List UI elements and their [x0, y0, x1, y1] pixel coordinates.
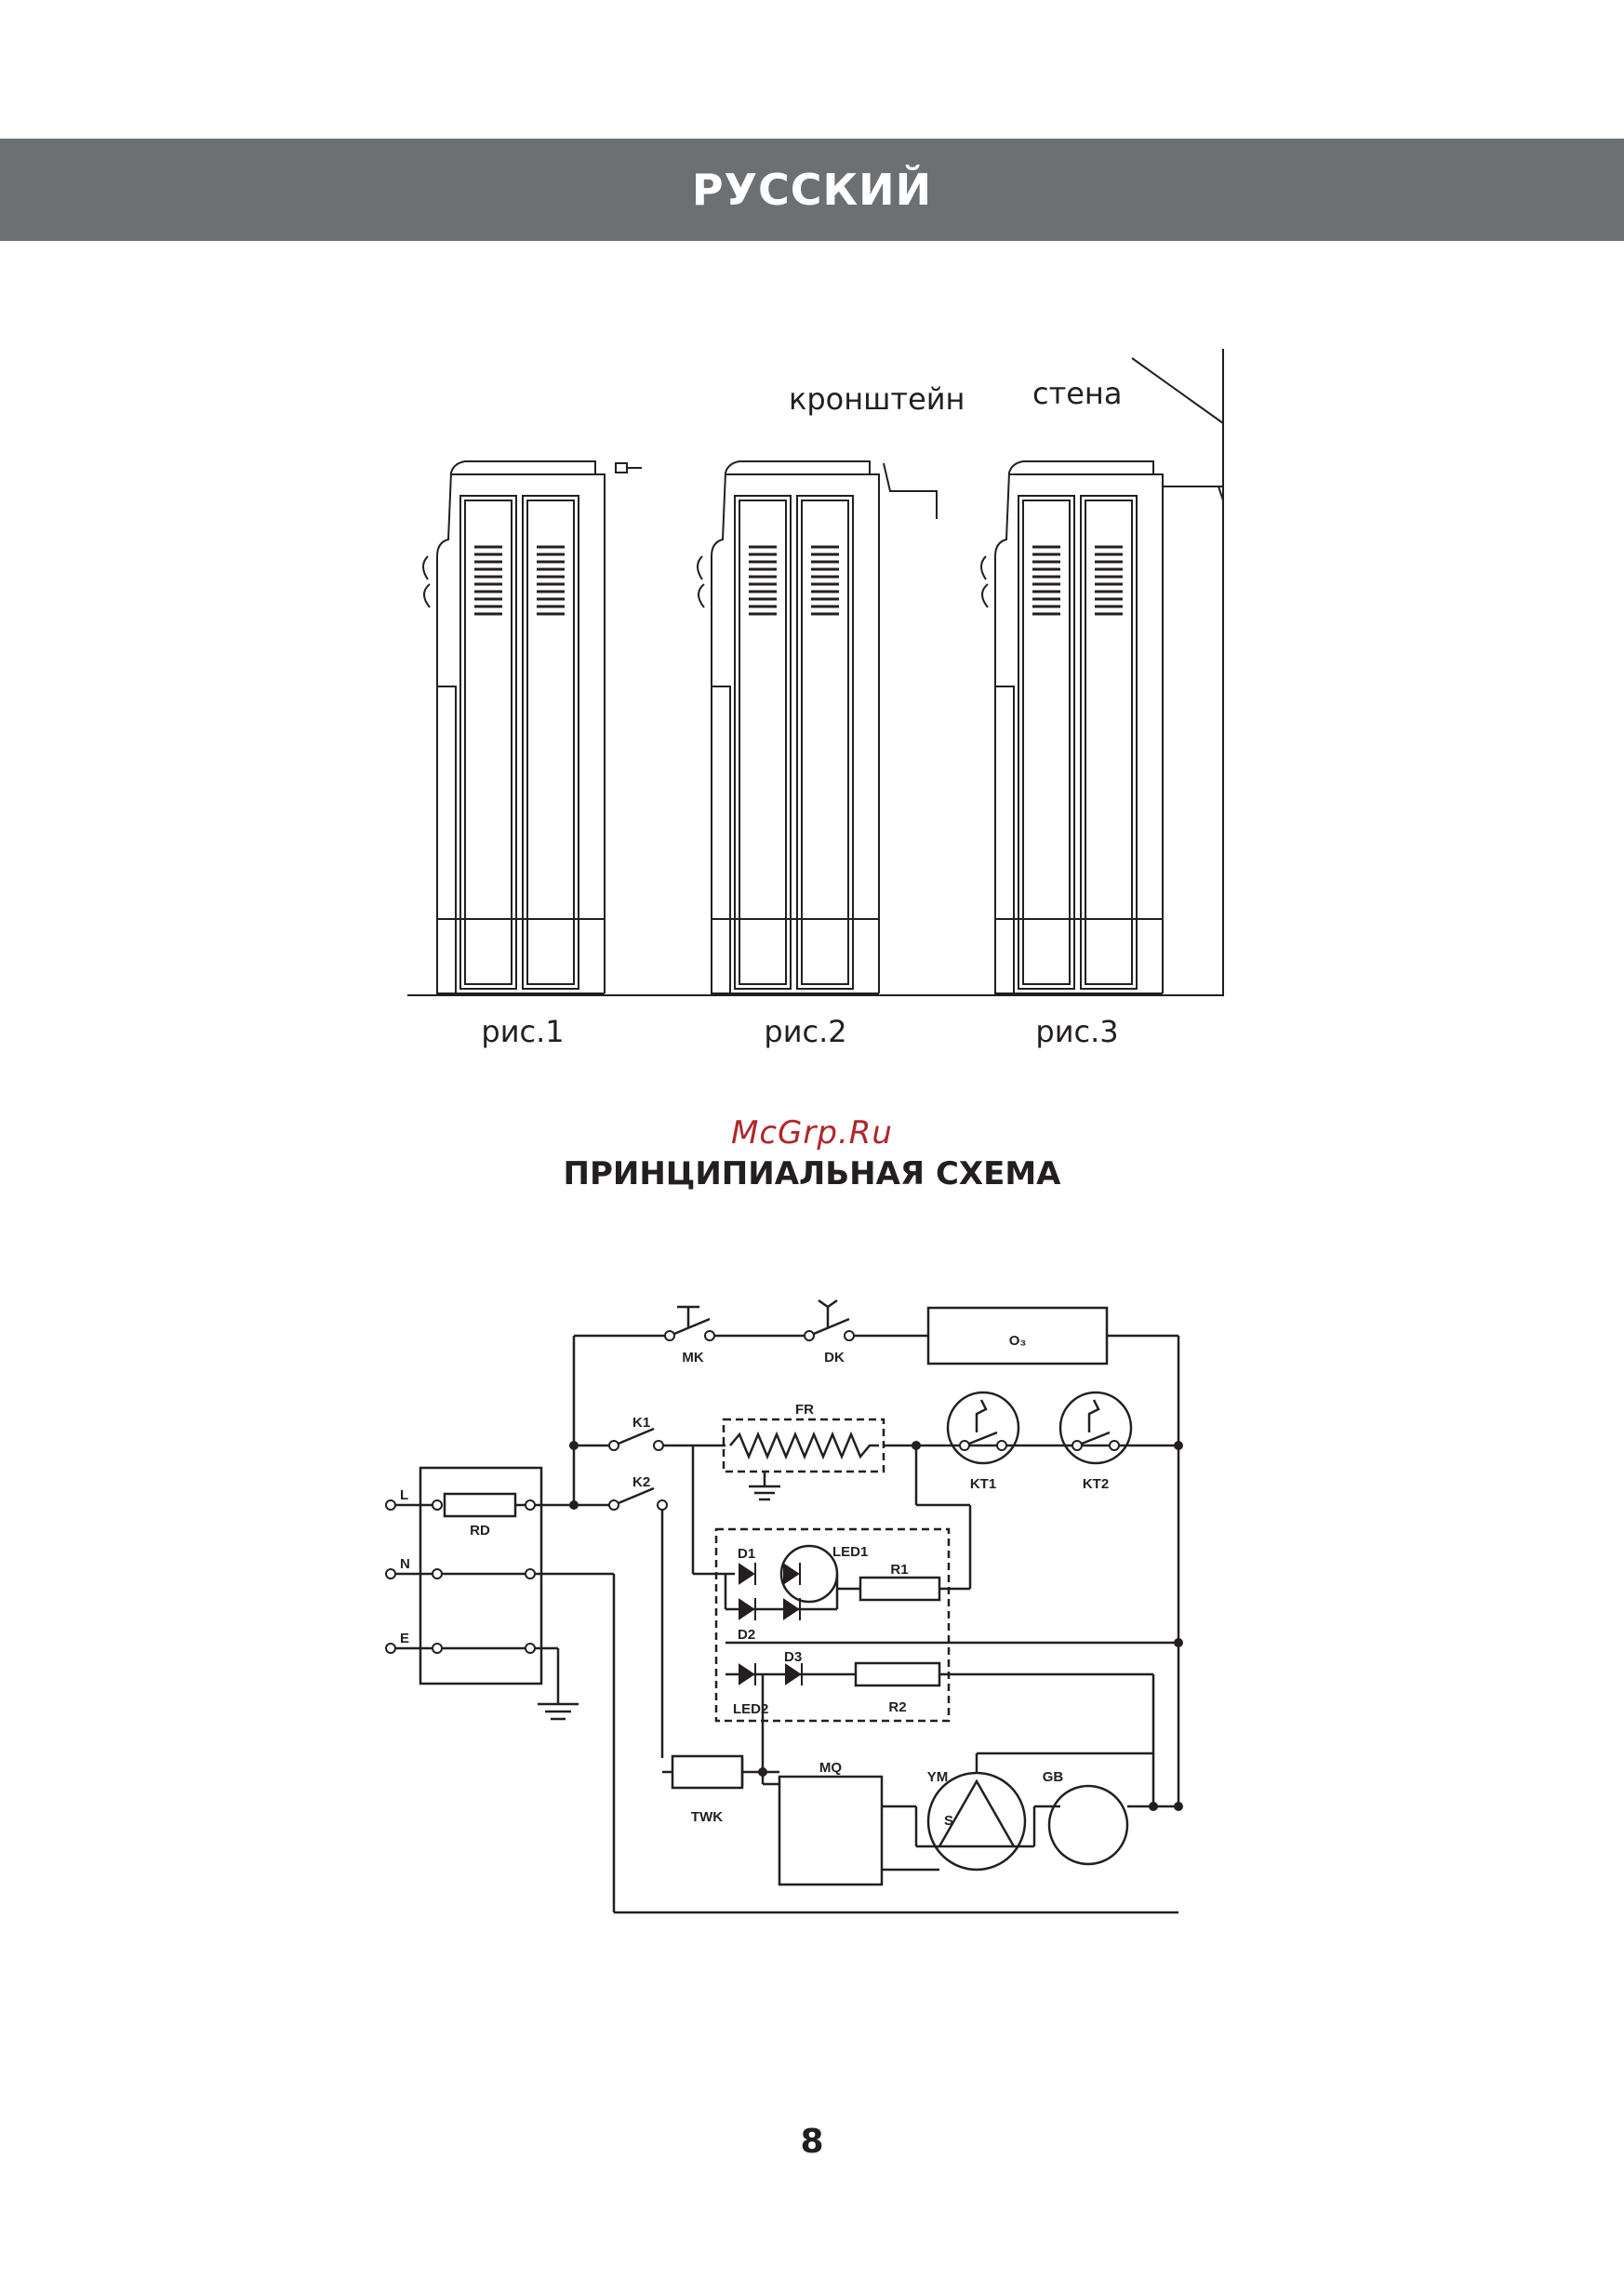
resistor-r2	[856, 1663, 939, 1685]
label-ym: YM	[927, 1769, 949, 1785]
label-ozone: O₃	[1009, 1333, 1027, 1349]
label-r1: R1	[890, 1562, 908, 1578]
heater-fr	[724, 1419, 884, 1472]
label-k2: K2	[632, 1474, 650, 1490]
thermal-protector-twk	[672, 1756, 742, 1788]
label-gb: GB	[1043, 1769, 1064, 1785]
label-d3: D3	[784, 1649, 802, 1665]
label-k1: K1	[632, 1415, 650, 1431]
label-e: E	[400, 1631, 409, 1646]
starter-relay-mq	[779, 1777, 882, 1885]
label-n: N	[400, 1556, 410, 1572]
label-l: L	[400, 1487, 408, 1503]
label-kt1: KT1	[970, 1476, 996, 1492]
label-led2: LED2	[733, 1701, 768, 1717]
label-fr: FR	[795, 1402, 814, 1418]
label-twk: TWK	[691, 1809, 723, 1825]
resistor-r1	[860, 1578, 939, 1600]
label-s: S	[944, 1813, 953, 1829]
compressor-ym	[928, 1773, 1025, 1870]
label-led1: LED1	[832, 1544, 868, 1560]
overload-protector-gb	[1049, 1786, 1127, 1864]
label-dk: DK	[824, 1350, 845, 1365]
label-r2: R2	[888, 1699, 906, 1715]
label-kt2: KT2	[1083, 1476, 1109, 1492]
label-mk: MK	[682, 1350, 703, 1365]
label-mq: MQ	[819, 1760, 842, 1776]
fuse-rd	[445, 1494, 515, 1516]
label-rd: RD	[470, 1523, 490, 1539]
label-d2: D2	[738, 1627, 755, 1643]
page-number: 8	[0, 2123, 1624, 2161]
label-d1: D1	[738, 1546, 755, 1562]
